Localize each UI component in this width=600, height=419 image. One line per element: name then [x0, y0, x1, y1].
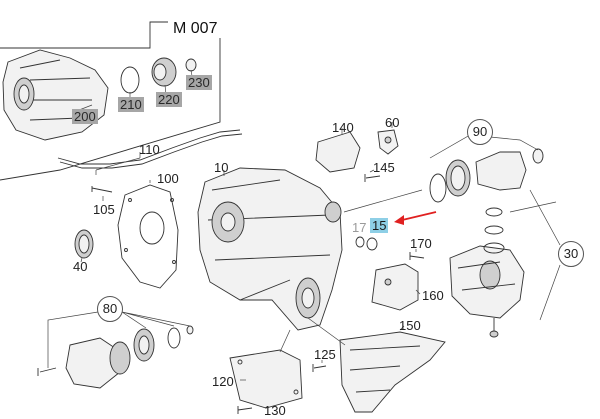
small-rings-30-group — [483, 207, 505, 254]
callout-80-circle[interactable]: 80 — [97, 296, 123, 322]
callout-105[interactable]: 105 — [93, 202, 115, 217]
bracket-120-part — [229, 349, 303, 409]
rear-housing-200-part — [2, 49, 109, 141]
seal-230-part — [185, 58, 197, 72]
snap-ring-210-part — [120, 66, 140, 94]
callout-210[interactable]: 210 — [118, 97, 144, 112]
sensor-60-part — [377, 129, 399, 155]
diagram-id-label: M 007 — [168, 20, 223, 38]
callout-80: 80 — [102, 301, 118, 316]
callout-90-circle[interactable]: 90 — [467, 119, 493, 145]
actuator-assembly-30-part — [449, 245, 525, 338]
inset-frame-lower — [0, 22, 221, 181]
callout-30-circle[interactable]: 30 — [558, 241, 584, 267]
bracket-140-part — [315, 131, 361, 173]
callout-125[interactable]: 125 — [314, 347, 336, 362]
control-module-160-part — [371, 263, 419, 311]
bolt-125-part — [312, 364, 327, 372]
callout-170[interactable]: 170 — [410, 236, 432, 251]
flange-80-part — [37, 325, 194, 389]
callout-17[interactable]: 17 — [352, 220, 367, 235]
screw-170-part — [409, 252, 425, 260]
callout-220[interactable]: 220 — [156, 92, 182, 107]
callout-100[interactable]: 100 — [157, 171, 179, 186]
breather-hose-110-part — [57, 129, 241, 165]
bearing-220-part — [151, 57, 177, 87]
transfer-case-housing-10-part — [197, 167, 343, 331]
washer-17-part — [355, 236, 365, 248]
bolt-105-part — [91, 186, 113, 193]
callout-160[interactable]: 160 — [422, 288, 444, 303]
callout-145[interactable]: 145 — [373, 160, 395, 175]
callout-230[interactable]: 230 — [186, 75, 212, 90]
callout-110[interactable]: 110 — [139, 142, 160, 157]
callout-40[interactable]: 40 — [73, 259, 88, 274]
callout-200[interactable]: 200 — [72, 109, 98, 124]
inset-frame — [0, 21, 168, 49]
callout-140[interactable]: 140 — [332, 120, 354, 135]
callout-150[interactable]: 150 — [399, 318, 421, 333]
seal-ring-40-part — [74, 229, 94, 259]
callout-10[interactable]: 10 — [214, 160, 229, 175]
seal-15-part — [366, 237, 378, 251]
callout-120[interactable]: 120 — [212, 374, 234, 389]
screw-130-part — [237, 406, 253, 414]
bolt-145-part — [364, 174, 381, 182]
flange-assembly-90-part — [429, 148, 544, 203]
oil-pan-150-part — [339, 331, 446, 413]
callout-130[interactable]: 130 — [264, 403, 286, 418]
highlight-arrow — [397, 211, 437, 222]
callout-30: 30 — [563, 246, 579, 261]
callout-15[interactable]: 15 — [370, 218, 389, 233]
callout-90: 90 — [472, 124, 488, 139]
gasket-100-part — [117, 184, 179, 289]
callout-60[interactable]: 60 — [385, 115, 400, 130]
